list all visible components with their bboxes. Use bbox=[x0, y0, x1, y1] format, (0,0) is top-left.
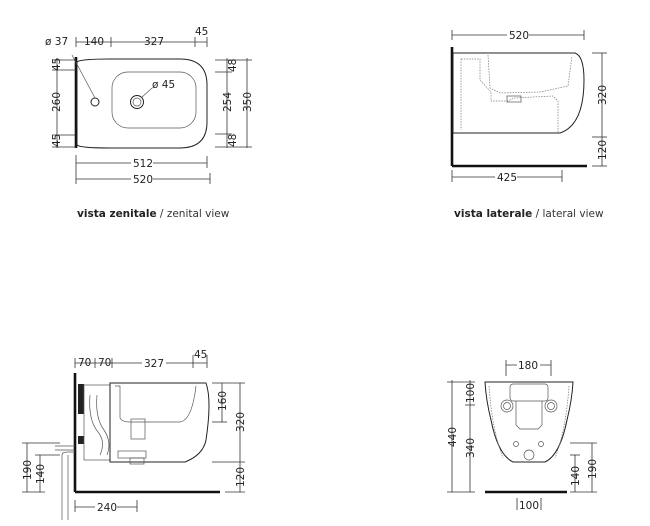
hidden-line bbox=[488, 385, 570, 459]
label-bg bbox=[517, 359, 540, 370]
dim-ticks bbox=[451, 170, 563, 182]
dim-label: 350 bbox=[242, 92, 254, 112]
dim-label: 320 bbox=[597, 85, 609, 105]
bidet-outline-side bbox=[452, 52, 585, 134]
dim-label: 240 bbox=[97, 502, 117, 514]
dim-label: 190 bbox=[587, 459, 599, 479]
label-bg bbox=[95, 501, 117, 512]
dim-label: 140 bbox=[570, 466, 582, 486]
frame-bracket bbox=[78, 384, 84, 414]
dim-label: 425 bbox=[497, 172, 517, 184]
dim-ticks bbox=[516, 498, 542, 510]
dim-ticks bbox=[52, 59, 76, 148]
basin-section bbox=[115, 385, 197, 423]
leader-line bbox=[140, 87, 153, 99]
label-bg bbox=[131, 157, 153, 168]
dim-label: 70 bbox=[98, 357, 111, 369]
tap-hole bbox=[90, 97, 100, 107]
supply-pipes bbox=[89, 394, 110, 456]
section-view: 70 70 327 45 160 320 120 190 140 bbox=[22, 349, 247, 520]
dim-label: 520 bbox=[133, 174, 153, 186]
dim-ticks bbox=[447, 381, 475, 493]
hidden-line bbox=[487, 54, 573, 94]
dim-ticks bbox=[505, 360, 552, 376]
dim-ticks bbox=[592, 52, 607, 167]
dim-ticks bbox=[74, 500, 138, 512]
dim-label: 160 bbox=[217, 391, 229, 411]
dim-label: 100 bbox=[519, 500, 539, 512]
dim-label: 327 bbox=[144, 358, 164, 370]
caption-lateral: vista laterale / lateral view bbox=[454, 208, 604, 220]
dim-label: 120 bbox=[235, 467, 247, 487]
drain-inner bbox=[132, 97, 142, 107]
dim-drain-diameter: ø 45 bbox=[152, 79, 175, 91]
drain bbox=[130, 95, 144, 109]
dim-label: 70 bbox=[78, 357, 91, 369]
fixing-hole bbox=[538, 441, 544, 447]
dim-label: 320 bbox=[235, 412, 247, 432]
dim-ticks bbox=[212, 382, 245, 493]
dim-label: 180 bbox=[518, 360, 538, 372]
drain-pipe bbox=[129, 457, 145, 465]
label-bg bbox=[131, 173, 153, 184]
bidet-outline-front bbox=[484, 381, 574, 463]
dim-label: 48 bbox=[227, 59, 239, 72]
dim-ticks bbox=[215, 59, 252, 148]
drain-trap bbox=[130, 418, 146, 440]
zenital-view: ø 37 140 327 45 ø 45 45 260 45 48 254 48… bbox=[45, 26, 254, 220]
dim-ticks bbox=[74, 355, 208, 368]
fixing-hole bbox=[544, 399, 558, 413]
dim-ticks bbox=[451, 30, 585, 40]
frame-bracket bbox=[78, 436, 84, 444]
dim-label: 190 bbox=[22, 460, 34, 480]
dim-label: 45 bbox=[194, 349, 207, 361]
caption-zenital: vista zenitale / zenital view bbox=[77, 208, 230, 220]
dim-ticks bbox=[570, 442, 597, 493]
label-bg bbox=[142, 357, 166, 368]
dim-label: 140 bbox=[84, 36, 104, 48]
dim-label: 140 bbox=[35, 464, 47, 484]
fixing-hole bbox=[547, 402, 555, 410]
fixing-hole bbox=[503, 402, 511, 410]
label-bg bbox=[495, 171, 517, 182]
dim-label: 45 bbox=[51, 134, 63, 147]
dim-label: 440 bbox=[447, 427, 459, 447]
dim-label: 48 bbox=[227, 134, 239, 147]
fixing-hole bbox=[500, 399, 514, 413]
bidet-section bbox=[109, 382, 210, 463]
waste-pipe bbox=[55, 445, 75, 520]
dim-ticks bbox=[75, 155, 211, 184]
label-bg bbox=[507, 29, 529, 40]
frame-plate bbox=[509, 383, 549, 402]
leader-line bbox=[71, 54, 96, 99]
lateral-view: 520 320 120 425 vista laterale / lateral… bbox=[450, 29, 609, 220]
dim-label: 512 bbox=[133, 158, 153, 170]
front-view: 180 440 100 340 140 190 100 bbox=[447, 359, 599, 512]
dim-label: 120 bbox=[597, 140, 609, 160]
waste-hole bbox=[523, 449, 535, 461]
hidden-line bbox=[461, 58, 559, 133]
dim-label: 254 bbox=[222, 92, 234, 112]
dim-label: 340 bbox=[465, 438, 477, 458]
dim-label: 100 bbox=[465, 383, 477, 403]
dim-ticks bbox=[75, 37, 208, 47]
dim-label: 45 bbox=[51, 58, 63, 71]
drain-outlet bbox=[506, 95, 522, 103]
frame-plate bbox=[515, 401, 543, 430]
dim-ticks bbox=[22, 442, 60, 493]
dim-hole-diameter: ø 37 bbox=[45, 36, 68, 48]
dim-label: 327 bbox=[144, 36, 164, 48]
dim-label: 260 bbox=[51, 92, 63, 112]
dim-label: 520 bbox=[509, 30, 529, 42]
dim-label: 45 bbox=[195, 26, 208, 38]
basin-outline bbox=[111, 71, 197, 129]
fixing-hole bbox=[513, 441, 519, 447]
